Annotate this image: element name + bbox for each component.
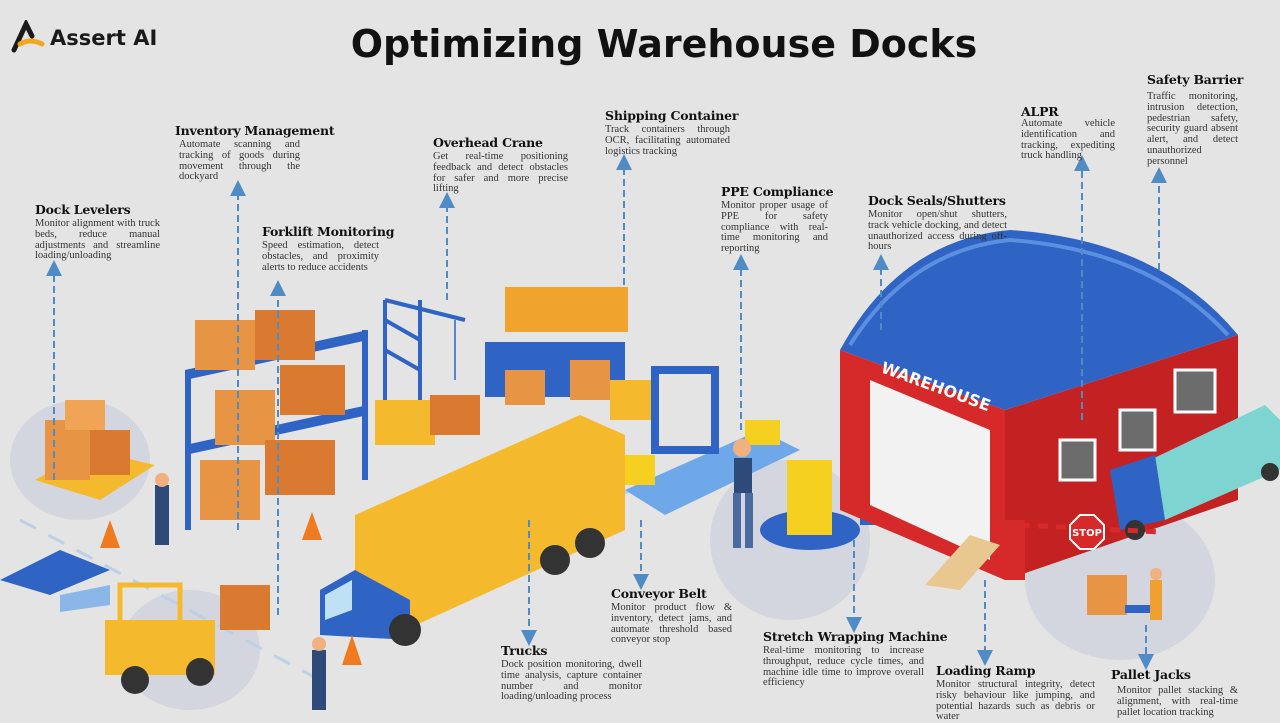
feature-desc: Automate vehicle identification and trac…	[1021, 118, 1115, 162]
feature-desc: Monitor product flow & inventory, detect…	[611, 602, 732, 646]
feature-desc: Monitor pallet stacking & alignment, wit…	[1117, 685, 1238, 718]
feature-stretch-wrapping-machine: Stretch Wrapping Machine Real-time monit…	[763, 629, 948, 689]
feature-title: ALPR	[1021, 104, 1059, 119]
feature-title: Dock Levelers	[35, 202, 131, 217]
feature-desc: Real-time monitoring to increase through…	[763, 645, 924, 689]
feature-title: Pallet Jacks	[1111, 667, 1191, 682]
feature-desc: Monitor open/shut shutters, track vehicl…	[868, 209, 1007, 253]
feature-desc: Dock position monitoring, dwell time ana…	[501, 659, 642, 703]
feature-ppe-compliance: PPE Compliance Monitor proper usage of P…	[721, 184, 834, 255]
feature-loading-ramp: Loading Ramp Monitor structural integrit…	[936, 663, 1095, 723]
feature-title: Shipping Container	[605, 108, 739, 123]
feature-desc: Monitor alignment with truck beds, reduc…	[35, 218, 160, 262]
safety-barrier-art: STOP	[1005, 514, 1161, 580]
feature-inventory-management: Inventory Management Automate scanning a…	[175, 123, 335, 183]
loading-ramp-art	[925, 535, 1000, 590]
feature-title: Forklift Monitoring	[262, 224, 395, 239]
conveyor-art	[625, 366, 800, 515]
dock-leveler-art	[0, 550, 110, 612]
feature-title: Overhead Crane	[433, 135, 543, 150]
alpr-truck-art	[1110, 405, 1280, 540]
pallet-jack-art	[1087, 575, 1150, 615]
feature-desc: Monitor proper usage of PPE for safety c…	[721, 200, 828, 255]
crane-forklift-art	[375, 400, 435, 445]
feature-desc: Track containers through OCR, facilitati…	[605, 124, 730, 157]
feature-desc: Speed estimation, detect obstacles, and …	[262, 240, 379, 273]
truck-art	[320, 415, 625, 646]
feature-desc: Monitor structural integrity, detect ris…	[936, 679, 1095, 723]
feature-title: Trucks	[501, 643, 548, 658]
ppe-worker-art	[733, 439, 753, 548]
forklift-art	[105, 582, 270, 694]
feature-alpr: ALPR Automate vehicle identification and…	[1021, 104, 1115, 162]
crane-art	[383, 298, 466, 400]
feature-title: Inventory Management	[175, 123, 335, 138]
feature-dock-seals-shutters: Dock Seals/Shutters Monitor open/shut sh…	[868, 193, 1007, 253]
feature-desc: Traffic monitoring, intrusion detection,…	[1147, 91, 1238, 167]
feature-safety-barrier: Safety Barrier Traffic monitoring, intru…	[1147, 72, 1244, 168]
feature-trucks: Trucks Dock position monitoring, dwell t…	[501, 643, 642, 703]
feature-title: Dock Seals/Shutters	[868, 193, 1006, 208]
traffic-cones-art	[100, 512, 362, 665]
warehouse-building-art: WAREHOUSE	[840, 230, 1238, 580]
brand-name: Assert AI	[50, 26, 158, 50]
callout-arrows	[46, 154, 1167, 670]
page-title: Optimizing Warehouse Docks	[350, 22, 978, 66]
feature-title: Loading Ramp	[936, 663, 1036, 678]
shelving-art	[185, 310, 368, 530]
feature-shipping-container: Shipping Container Track containers thro…	[605, 108, 739, 157]
feature-desc: Get real-time positioning feedback and d…	[433, 151, 568, 195]
logo-icon	[11, 20, 45, 53]
feature-title: PPE Compliance	[721, 184, 834, 199]
feature-title: Conveyor Belt	[611, 586, 707, 601]
feature-conveyor-belt: Conveyor Belt Monitor product flow & inv…	[611, 586, 732, 646]
stop-sign: STOP	[1072, 528, 1102, 539]
brand-logo: Assert AI	[10, 20, 157, 56]
feature-desc: Automate scanning and tracking of goods …	[179, 139, 300, 183]
workers-art	[155, 473, 1162, 710]
feature-title: Stretch Wrapping Machine	[763, 629, 948, 644]
boxes-left-art	[35, 400, 155, 500]
feature-forklift-monitoring: Forklift Monitoring Speed estimation, de…	[262, 224, 395, 273]
feature-dock-levelers: Dock Levelers Monitor alignment with tru…	[35, 202, 160, 262]
shipping-container-art	[485, 287, 655, 420]
feature-pallet-jacks: Pallet Jacks Monitor pallet stacking & a…	[1111, 667, 1238, 718]
feature-overhead-crane: Overhead Crane Get real-time positioning…	[433, 135, 568, 195]
feature-title: Safety Barrier	[1147, 72, 1244, 87]
